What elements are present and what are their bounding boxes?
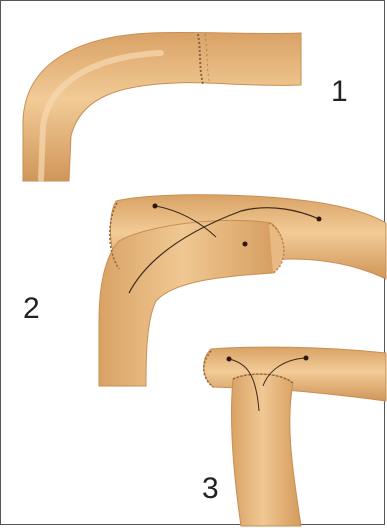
step-3-label: 3 xyxy=(202,472,219,506)
step-2-suture-knot-a xyxy=(153,204,158,209)
step-1-end-to-end-anastomosis xyxy=(23,32,301,181)
step-1-label: 1 xyxy=(331,75,348,109)
step-3-end-to-side-anastomosis xyxy=(204,347,386,526)
step-3-suture-knot-a xyxy=(227,357,232,362)
step-2-label: 2 xyxy=(23,292,40,326)
step-3-horizontal-tube xyxy=(204,347,386,401)
step-2-suture-knot-b xyxy=(317,217,322,222)
step-2-suture-knot-c xyxy=(243,242,248,247)
step-3-vertical-tube xyxy=(231,374,301,526)
step-3-suture-knot-b xyxy=(304,356,309,361)
